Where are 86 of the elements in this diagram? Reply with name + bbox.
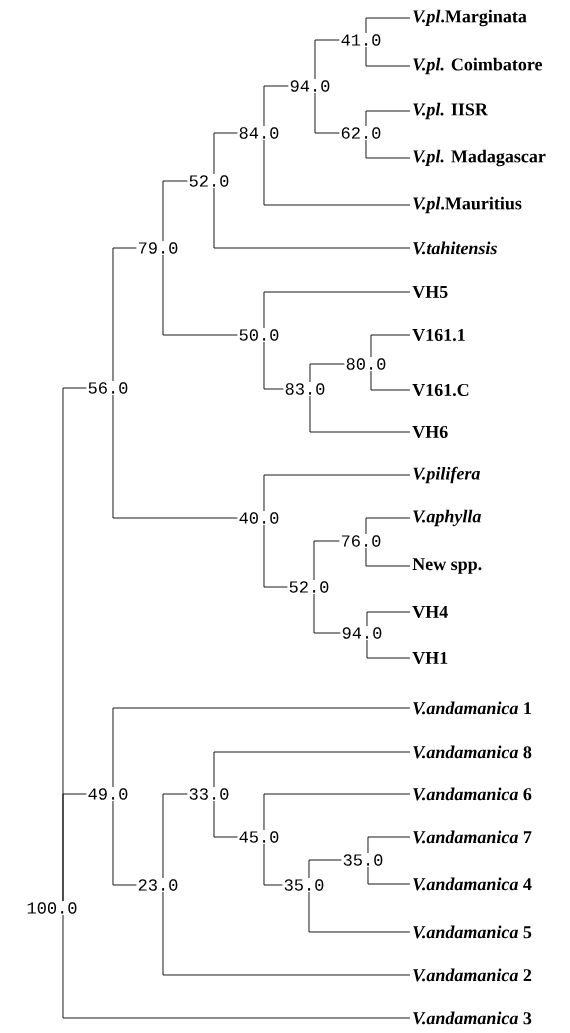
tree-branch bbox=[112, 247, 137, 382]
taxon-label: V.andamanica 4 bbox=[413, 877, 532, 891]
bootstrap-value: 40.0 bbox=[239, 512, 279, 524]
bootstrap-value: 41.0 bbox=[341, 34, 381, 46]
taxon-label: V.andamanica 5 bbox=[413, 925, 532, 939]
bootstrap-value: 33.0 bbox=[189, 788, 229, 800]
tree-branch bbox=[162, 793, 188, 879]
tree-branch bbox=[367, 866, 411, 885]
tree-branch bbox=[213, 751, 411, 788]
bootstrap-value: 79.0 bbox=[138, 242, 178, 254]
tree-branch bbox=[112, 394, 238, 519]
tree-branch bbox=[314, 92, 340, 134]
bootstrap-value: 45.0 bbox=[239, 831, 279, 843]
taxon-label: V.andamanica 3 bbox=[413, 1011, 532, 1025]
tree-branch bbox=[314, 39, 340, 80]
taxon-label: V.andamanica 6 bbox=[413, 787, 532, 801]
taxon-label: V.aphylla bbox=[413, 509, 481, 527]
tree-branch bbox=[112, 800, 137, 886]
tree-branch bbox=[213, 800, 238, 838]
tree-branch bbox=[370, 334, 411, 358]
taxon-label: V.pl. IISR bbox=[413, 102, 489, 120]
tree-branch bbox=[263, 291, 411, 329]
bootstrap-value: 35.0 bbox=[284, 879, 324, 891]
tree-branch bbox=[213, 187, 411, 249]
tree-branch bbox=[365, 110, 411, 127]
tree-branch bbox=[370, 370, 411, 391]
bootstrap-value: 35.0 bbox=[343, 854, 383, 866]
taxon-label: V.andamanica 2 bbox=[413, 968, 532, 982]
bootstrap-value: 23.0 bbox=[138, 879, 178, 891]
tree-branch bbox=[162, 891, 411, 976]
tree-branch bbox=[367, 836, 411, 854]
bootstrap-value: 83.0 bbox=[285, 383, 325, 395]
tree-branch bbox=[365, 17, 411, 34]
tree-branch bbox=[313, 593, 341, 634]
tree-branch bbox=[365, 46, 411, 67]
tree-branch bbox=[313, 540, 340, 581]
bootstrap-value: 52.0 bbox=[189, 175, 229, 187]
bootstrap-value: 56.0 bbox=[88, 382, 128, 394]
bootstrap-value: 76.0 bbox=[341, 535, 381, 547]
taxon-label: V.pl.Marginata bbox=[413, 9, 527, 27]
tree-branch bbox=[263, 524, 288, 588]
taxon-label: VH4 bbox=[412, 605, 448, 619]
tree-branch bbox=[366, 639, 411, 659]
bootstrap-value: 94.0 bbox=[290, 80, 330, 92]
tree-branch bbox=[62, 793, 87, 902]
tree-branch bbox=[263, 139, 411, 206]
tree-branch bbox=[112, 707, 411, 788]
taxon-label: V161.C bbox=[412, 383, 469, 397]
taxon-label: V.pl. Coimbatore bbox=[413, 57, 543, 75]
tree-branch bbox=[162, 254, 238, 336]
bootstrap-value: 84.0 bbox=[239, 127, 279, 139]
taxon-label: V.pl. Madagascar bbox=[413, 149, 546, 167]
tree-branch bbox=[263, 341, 284, 390]
bootstrap-value: 94.0 bbox=[342, 627, 382, 639]
bootstrap-value: 80.0 bbox=[346, 358, 386, 370]
taxon-label: V.andamanica 1 bbox=[413, 701, 531, 715]
tree-branch bbox=[263, 843, 283, 886]
tree-branch bbox=[263, 474, 411, 512]
tree-branch bbox=[365, 517, 411, 535]
bootstrap-value: 52.0 bbox=[289, 581, 329, 593]
tree-branch bbox=[162, 180, 188, 242]
tree-branch bbox=[308, 891, 411, 933]
tree-branch bbox=[309, 363, 345, 383]
taxon-label: V.andamanica 7 bbox=[413, 830, 532, 844]
tree-branch bbox=[308, 859, 342, 879]
taxon-label: VH1 bbox=[412, 651, 448, 665]
taxon-label: VH6 bbox=[412, 425, 448, 439]
taxon-label: V.pilifera bbox=[413, 466, 480, 484]
tree-branch bbox=[263, 85, 289, 127]
tree-branch bbox=[366, 611, 411, 627]
tree-branch bbox=[365, 139, 411, 159]
bootstrap-value: 62.0 bbox=[341, 127, 381, 139]
tree-branch bbox=[213, 132, 238, 175]
taxon-label: V161.1 bbox=[412, 328, 465, 342]
taxon-label: New spp. bbox=[412, 558, 482, 574]
bootstrap-value: 100.0 bbox=[27, 902, 77, 914]
tree-branch bbox=[365, 547, 411, 567]
bootstrap-value: 49.0 bbox=[88, 788, 128, 800]
bootstrap-value: 50.0 bbox=[239, 329, 279, 341]
taxon-label: VH5 bbox=[412, 285, 448, 299]
tree-branch bbox=[309, 395, 411, 433]
tree-branch bbox=[263, 793, 411, 831]
tree-branch bbox=[62, 914, 411, 1019]
taxon-label: V.pl.Mauritius bbox=[413, 196, 522, 214]
taxon-label: V.andamanica 8 bbox=[413, 745, 532, 759]
taxon-label: V.tahitensis bbox=[413, 241, 497, 255]
